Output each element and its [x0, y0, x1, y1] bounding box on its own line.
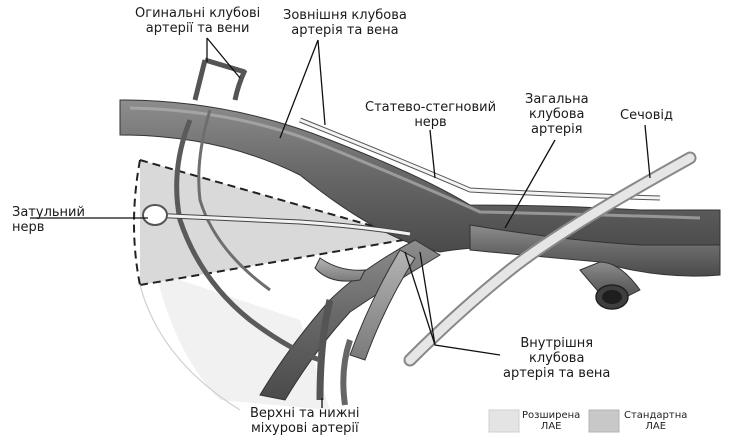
label-gonadal-line1: Огинальні клубові [135, 6, 260, 21]
label-ureter-line1: Сечовід [620, 108, 673, 123]
label-internal-iliac-line2: клубова [503, 351, 610, 366]
label-obturator-line2: нерв [12, 220, 85, 235]
label-common-iliac: Загальна клубова артерія [525, 92, 589, 137]
internal-iliac-branch-3 [315, 258, 365, 281]
legend-standard-label: Стандартна ЛАЕ [624, 410, 687, 432]
label-genitofemoral: Статево-стегновий нерв [365, 100, 496, 130]
label-external-iliac: Зовнішня клубова артерія та вена [283, 8, 407, 38]
label-internal-iliac-line1: Внутрішня [503, 336, 610, 351]
label-common-iliac-line1: Загальна [525, 92, 589, 107]
label-vesical: Верхні та нижні міхурові артерії [250, 406, 360, 436]
label-gonadal: Огинальні клубові артерії та вени [135, 6, 260, 36]
legend-extended-line2: ЛАЕ [522, 421, 580, 432]
label-internal-iliac-line3: артерія та вена [503, 366, 610, 381]
legend-extended-label: Розширена ЛАЕ [522, 410, 580, 432]
legend-swatch-extended [489, 410, 519, 432]
legend-standard-line2: ЛАЕ [624, 421, 687, 432]
label-common-iliac-line2: клубова [525, 107, 589, 122]
label-genitofemoral-line2: нерв [365, 115, 496, 130]
field-boundary-left [134, 160, 140, 285]
legend-swatch-standard [589, 410, 619, 432]
leader-ureter [645, 125, 650, 178]
vesical-artery-2 [343, 340, 350, 405]
obturator-foramen [143, 205, 167, 225]
label-gonadal-line2: артерії та вени [135, 21, 260, 36]
label-internal-iliac: Внутрішня клубова артерія та вена [503, 336, 610, 381]
label-obturator: Затульний нерв [12, 205, 85, 235]
label-obturator-line1: Затульний [12, 205, 85, 220]
legend-standard-line1: Стандартна [624, 410, 687, 421]
gonadal-vessels [195, 60, 245, 100]
cut-vessel-lumen [602, 290, 622, 304]
label-vesical-line1: Верхні та нижні [250, 406, 360, 421]
label-genitofemoral-line1: Статево-стегновий [365, 100, 496, 115]
label-external-iliac-line2: артерія та вена [283, 23, 407, 38]
label-common-iliac-line3: артерія [525, 122, 589, 137]
leader-gonadal [207, 38, 240, 78]
legend-extended-line1: Розширена [522, 410, 580, 421]
label-external-iliac-line1: Зовнішня клубова [283, 8, 407, 23]
label-ureter: Сечовід [620, 108, 673, 123]
